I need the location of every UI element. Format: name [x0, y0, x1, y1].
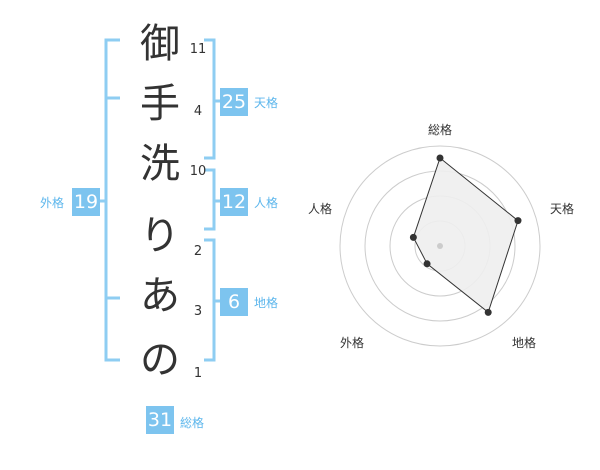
name-char: あ — [140, 273, 180, 319]
radar-point — [423, 260, 431, 268]
radar-axis-label: 地格 — [512, 336, 537, 350]
radar-point — [484, 308, 492, 316]
name-char: り — [140, 213, 180, 259]
radar-axis-label: 天格 — [550, 202, 575, 216]
tenkaku-badge: 25 — [220, 88, 248, 116]
name-char: 御 — [140, 21, 180, 67]
gaikaku-bracket — [98, 38, 120, 362]
jinkaku-label: 人格 — [254, 196, 279, 210]
gaikaku-badge: 19 — [72, 188, 100, 216]
radar-point — [409, 233, 417, 241]
radar-grid-ring — [339, 145, 541, 347]
name-char: 洗 — [140, 141, 180, 187]
soukaku-label: 総格 — [180, 416, 205, 430]
radar-chart — [339, 145, 541, 347]
gaikaku-label: 外格 — [40, 196, 65, 210]
chikaku-label: 地格 — [254, 296, 279, 310]
name-char: 手 — [140, 81, 180, 127]
stroke-count: 1 — [193, 366, 203, 381]
stroke-count: 3 — [193, 304, 203, 319]
stroke-count: 2 — [193, 244, 203, 259]
stroke-count: 10 — [189, 164, 207, 179]
radar-axis-label: 総格 — [428, 123, 453, 137]
radar-point — [514, 217, 522, 225]
radar-axis-label: 外格 — [340, 336, 365, 350]
stroke-count: 11 — [189, 42, 207, 57]
tenkaku-label: 天格 — [254, 96, 279, 110]
jinkaku-badge: 12 — [220, 188, 248, 216]
name-char: の — [140, 337, 180, 383]
radar-polygon — [412, 157, 519, 314]
radar-center — [437, 243, 443, 249]
chikaku-badge: 6 — [220, 288, 248, 316]
stroke-count: 4 — [193, 104, 203, 119]
radar-point — [436, 154, 444, 162]
radar-axis-label: 人格 — [308, 202, 333, 216]
soukaku-badge: 31 — [146, 406, 174, 434]
